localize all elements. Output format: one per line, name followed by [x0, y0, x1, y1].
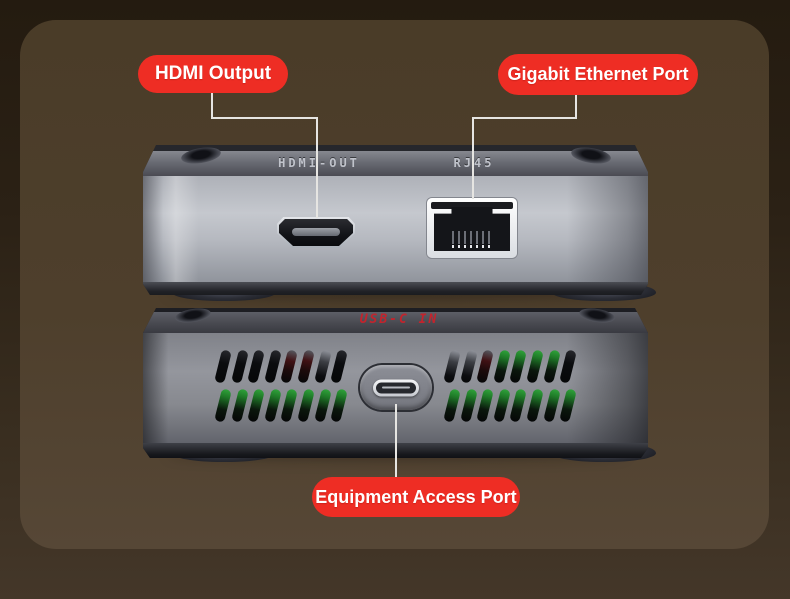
- rj45-pins: [452, 230, 492, 244]
- vent-slot-green: [263, 388, 282, 423]
- usbc-connector-slot: [376, 382, 416, 393]
- leader-line-hdmi-segment: [211, 117, 318, 119]
- leader-line-hdmi-segment: [316, 117, 318, 218]
- vent-slot-off: [230, 349, 249, 384]
- vent-slot-green: [542, 388, 561, 423]
- leader-line-usbc-segment: [395, 404, 397, 478]
- hdmi-port: [277, 217, 355, 248]
- vent-slot-green: [526, 349, 544, 384]
- hdmi-port-tongue: [292, 228, 340, 236]
- vent-slot-green: [247, 388, 266, 423]
- callout-gigabit-ethernet: Gigabit Ethernet Port: [498, 54, 698, 95]
- vent-group-right-top: [443, 349, 577, 384]
- vent-slot-green: [230, 388, 249, 423]
- vent-slot-green: [492, 388, 511, 423]
- usbc-connector: [373, 379, 419, 396]
- vent-slot-dim: [459, 349, 478, 384]
- vent-slot-green: [476, 388, 495, 423]
- vent-slot-red: [280, 349, 299, 384]
- vent-slot-off: [263, 349, 282, 384]
- vent-slot-green: [509, 349, 528, 384]
- rj45-port: [427, 198, 517, 258]
- leader-line-hdmi-segment: [211, 92, 213, 119]
- leader-line-ethernet-segment: [472, 117, 577, 119]
- vent-slot-green: [280, 388, 299, 423]
- device-bottom-bevel: [143, 312, 648, 333]
- vent-slot-red: [297, 349, 315, 384]
- device-top-face: [143, 176, 648, 282]
- callout-gigabit-ethernet-label: Gigabit Ethernet Port: [507, 64, 689, 84]
- leader-line-ethernet-segment: [472, 117, 474, 199]
- device-top-bottom-edge: [143, 282, 648, 295]
- hdmi-port-engraving: HDMI-OUT: [278, 156, 360, 170]
- rj45-pin-contacts: [452, 245, 492, 249]
- callout-equipment-access: Equipment Access Port: [312, 477, 520, 517]
- vent-group-left-bottom: [214, 388, 348, 423]
- device-top-bevel: [143, 151, 648, 176]
- vent-slot-green: [526, 388, 544, 423]
- device-top-view: HDMI-OUT RJ45: [143, 145, 648, 295]
- vent-slot-green: [542, 349, 561, 384]
- leader-line-ethernet-segment: [575, 94, 577, 119]
- callout-equipment-access-label: Equipment Access Port: [315, 486, 517, 507]
- usbc-port-engraving: USB-C IN: [359, 312, 439, 327]
- vent-slot-red: [476, 349, 495, 384]
- vent-slot-green: [509, 388, 528, 423]
- vent-slot-green: [297, 388, 315, 423]
- vent-slot-green: [313, 388, 332, 423]
- usbc-connector-pin: [382, 386, 410, 389]
- vent-slot-off: [247, 349, 266, 384]
- callout-hdmi-output: HDMI Output: [138, 55, 288, 93]
- callout-hdmi-output-label: HDMI Output: [154, 63, 272, 84]
- vent-group-right-bottom: [443, 388, 577, 423]
- vent-slot-dim: [313, 349, 332, 384]
- vent-group-left-top: [214, 349, 348, 384]
- usbc-port: [360, 365, 432, 410]
- vent-slot-green: [492, 349, 511, 384]
- vent-slot-green: [459, 388, 478, 423]
- rj45-port-engraving: RJ45: [453, 156, 495, 170]
- rj45-port-top-slot: [431, 202, 513, 209]
- rj45-port-opening: [434, 207, 510, 251]
